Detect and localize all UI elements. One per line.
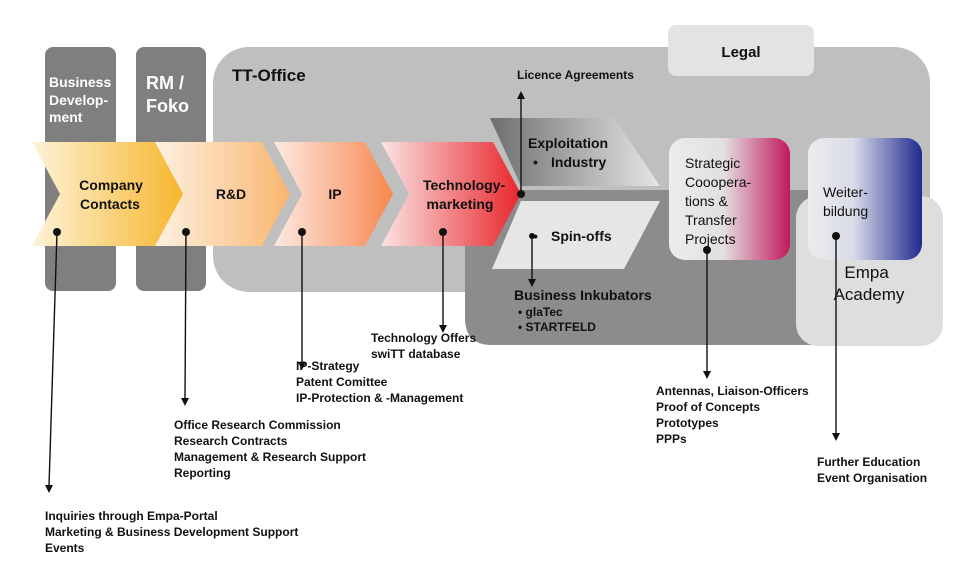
legal-box <box>668 25 814 76</box>
arrowhead-licence <box>517 91 525 99</box>
ip-label: IP <box>328 186 341 202</box>
arrowhead-strategic <box>703 371 711 379</box>
dot-exploitation-origin <box>517 190 525 198</box>
rd-chevron <box>155 142 290 246</box>
exploitation-industry-shape <box>490 118 660 186</box>
exploitation-label: Exploitation <box>528 135 608 151</box>
dot-strategic <box>703 246 711 254</box>
weiterbildung-notes: Further Education Event Organisation <box>817 455 927 485</box>
technology-marketing-chevron <box>381 142 521 246</box>
rm-foko-label: RM / Foko <box>146 73 189 116</box>
arrowhead-spinoffs <box>528 279 536 287</box>
industry-bullet: • <box>533 154 538 170</box>
arrowhead-ip <box>298 362 306 370</box>
dot-technology-marketing <box>439 228 447 236</box>
technology-marketing-label: Technology- marketing <box>423 177 509 212</box>
dot-company-contacts <box>53 228 61 236</box>
arrowhead-weiterbildung <box>832 433 840 441</box>
legal-label: Legal <box>721 44 760 61</box>
company-contacts-label: Company Contacts <box>79 177 147 212</box>
rd-connector <box>184 231 187 400</box>
dot-spinoffs <box>529 233 535 239</box>
arrowhead-technology-marketing <box>439 325 447 333</box>
spinoffs-shape <box>492 201 660 269</box>
dot-rd <box>182 228 190 236</box>
ip-chevron <box>274 142 393 246</box>
strategic-cooperations-label: Strategic Cooopera- tions & Transfer Pro… <box>685 155 755 247</box>
dot-weiterbildung <box>832 232 840 240</box>
spinoffs-label: Spin-offs <box>551 228 612 244</box>
ip-notes: IP-Strategy Patent Comittee IP-Protectio… <box>296 359 463 405</box>
licence-agreements-label: Licence Agreements <box>517 68 634 82</box>
strategic-notes: Antennas, Liaison-Officers Proof of Conc… <box>656 384 812 446</box>
technology-marketing-notes: Technology Offers swiTT database <box>371 331 479 361</box>
spinoffs-bullet: • <box>533 228 538 244</box>
incubator-startfeld: • STARTFELD <box>518 320 596 334</box>
weiterbildung-box <box>808 138 922 260</box>
rd-label: R&D <box>216 186 246 202</box>
connector-dots <box>53 190 840 254</box>
dot-ip <box>298 228 306 236</box>
industry-label: Industry <box>551 154 606 170</box>
rd-notes: Office Research Commission Research Cont… <box>174 418 369 480</box>
strategic-cooperations-box <box>669 138 790 260</box>
company-contacts-connector <box>48 231 58 487</box>
empa-academy-label: Empa Academy <box>834 263 905 304</box>
business-development-label: Business Develop- ment <box>49 74 115 125</box>
weiterbildung-label: Weiter- bildung <box>823 184 872 219</box>
company-contacts-notes: Inquiries through Empa-Portal Marketing … <box>45 509 302 555</box>
company-contacts-chevron <box>32 142 184 246</box>
incubator-glatec: • glaTec <box>518 305 563 319</box>
connector-lines <box>48 97 837 487</box>
arrowhead-company-contacts <box>45 485 53 493</box>
tt-office-label: TT-Office <box>232 66 306 85</box>
business-incubators-title: Business Inkubators <box>514 287 652 303</box>
arrowhead-rd <box>181 398 189 406</box>
arrowheads <box>45 91 840 493</box>
